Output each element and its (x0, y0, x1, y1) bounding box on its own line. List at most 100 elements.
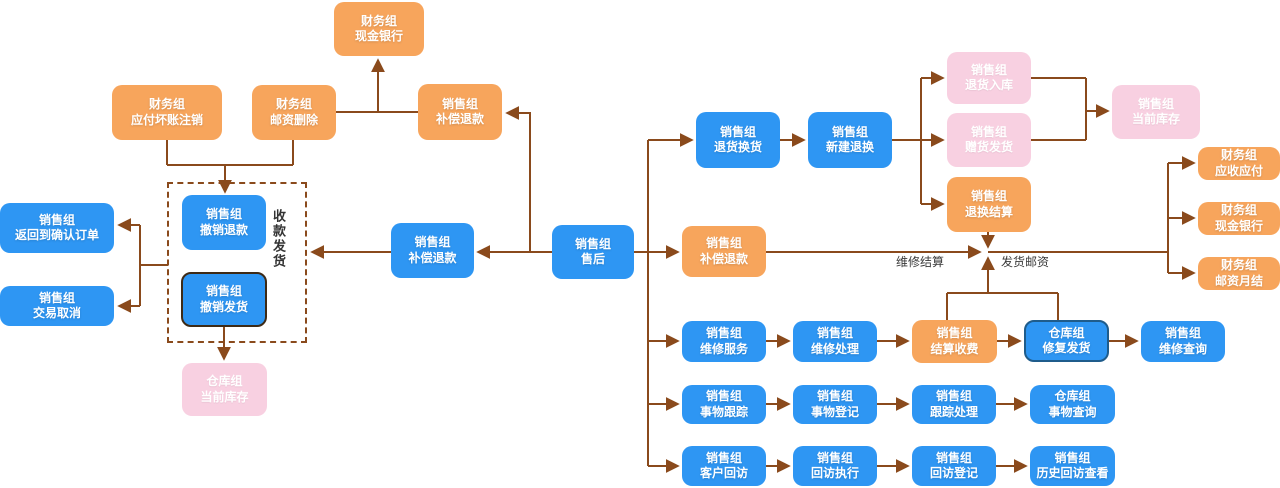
node-wh-current-stock[interactable]: 仓库组当前库存 (182, 363, 267, 416)
node-action-label: 售后 (580, 252, 605, 266)
node-group-label: 仓库组 (1048, 325, 1085, 340)
node-action-label: 退货入库 (964, 78, 1013, 92)
node-group-label: 销售组 (414, 235, 451, 250)
node-action-label: 当前库存 (200, 389, 249, 404)
node-action-label: 新建退换 (825, 140, 874, 154)
node-sales-new-exchange[interactable]: 销售组新建退换 (808, 112, 892, 168)
node-sales-comp-refund-top[interactable]: 销售组补偿退款 (418, 84, 502, 140)
node-action-label: 事物登记 (810, 404, 859, 419)
node-group-label: 销售组 (1137, 96, 1174, 111)
node-sales-revisit-exec[interactable]: 销售组回访执行 (793, 446, 877, 486)
node-action-label: 邮资删除 (269, 112, 318, 127)
node-fin-postage-delete[interactable]: 财务组邮资删除 (252, 85, 336, 140)
edge-label-ship-postage: 发货邮资 (1001, 255, 1050, 269)
node-group-label: 销售组 (705, 326, 742, 341)
node-action-label: 退换结算 (964, 204, 1013, 219)
node-sales-after-sale[interactable]: 销售组售后 (552, 225, 634, 279)
node-sales-return-confirm-order[interactable]: 销售组返回到确认订单 (0, 203, 114, 253)
node-fin-recv-pay[interactable]: 财务组应收应付 (1198, 147, 1280, 180)
node-action-label: 应付坏账注销 (130, 112, 203, 127)
node-sales-gift-ship[interactable]: 销售组赠货发货 (947, 113, 1031, 167)
node-group-label: 销售组 (970, 124, 1007, 139)
node-sales-comp-refund-right[interactable]: 销售组补偿退款 (682, 226, 766, 277)
node-sales-history-revisit-view[interactable]: 销售组历史回访查看 (1030, 446, 1115, 486)
node-action-label: 维修处理 (810, 341, 859, 356)
node-sales-affair-track[interactable]: 销售组事物跟踪 (682, 385, 766, 424)
node-action-label: 事物查询 (1048, 404, 1097, 419)
node-group-label: 销售组 (816, 326, 853, 341)
node-group-label: 财务组 (275, 97, 312, 112)
node-action-label: 结算收费 (930, 341, 979, 356)
node-sales-return-exchange[interactable]: 销售组退货换货 (696, 112, 780, 168)
node-action-label: 补偿退款 (699, 251, 748, 266)
node-group-label: 销售组 (705, 236, 742, 251)
node-sales-current-stock[interactable]: 销售组当前库存 (1112, 85, 1200, 139)
node-group-label: 财务组 (360, 13, 397, 28)
node-action-label: 历史回访查看 (1036, 466, 1109, 480)
node-group-label: 仓库组 (1054, 389, 1091, 404)
node-action-label: 返回到确认订单 (14, 228, 99, 242)
node-action-label: 应收应付 (1214, 163, 1263, 178)
node-group-label: 销售组 (705, 389, 742, 404)
node-sales-cust-revisit[interactable]: 销售组客户回访 (682, 446, 766, 486)
node-action-label: 回访执行 (810, 466, 859, 480)
node-group-label: 销售组 (816, 450, 853, 465)
node-group-label: 销售组 (719, 124, 756, 139)
node-sales-affair-register[interactable]: 销售组事物登记 (793, 385, 877, 424)
node-group-label: 财务组 (1220, 258, 1257, 273)
node-group-label: 销售组 (935, 389, 972, 404)
node-sales-cancel-refund[interactable]: 销售组撤销退款 (182, 195, 266, 250)
node-action-label: 回访登记 (929, 466, 978, 480)
node-action-label: 现金银行 (1214, 218, 1263, 233)
node-sales-repair-query[interactable]: 销售组维修查询 (1141, 321, 1225, 362)
node-action-label: 补偿退款 (435, 112, 484, 126)
node-fin-postage-monthly[interactable]: 财务组邮资月结 (1198, 257, 1280, 290)
node-wh-affair-query[interactable]: 仓库组事物查询 (1030, 385, 1115, 424)
node-action-label: 撤销退款 (199, 222, 248, 237)
node-wh-repair-ship[interactable]: 仓库组修复发货 (1024, 320, 1109, 362)
node-fin-bad-debt-writeoff[interactable]: 财务组应付坏账注销 (112, 85, 222, 140)
node-sales-repair-handle[interactable]: 销售组维修处理 (793, 321, 877, 362)
node-sales-comp-refund-mid[interactable]: 销售组补偿退款 (391, 223, 474, 278)
node-action-label: 补偿退款 (408, 250, 457, 265)
node-sales-trade-cancel[interactable]: 销售组交易取消 (0, 286, 114, 326)
node-action-label: 修复发货 (1042, 341, 1091, 355)
node-action-label: 跟踪处理 (929, 404, 978, 419)
node-action-label: 交易取消 (32, 306, 81, 320)
node-group-label: 销售组 (441, 96, 478, 111)
node-group-label: 财务组 (1220, 148, 1257, 163)
node-group-label: 销售组 (205, 207, 242, 222)
node-sales-cancel-ship[interactable]: 销售组撤销发货 (181, 272, 267, 327)
node-group-label: 销售组 (38, 212, 75, 227)
node-group-label: 仓库组 (206, 374, 243, 389)
group-collect-ship-label: 收款发货 (271, 209, 286, 269)
node-sales-exchange-settle[interactable]: 销售组退换结算 (947, 177, 1031, 232)
node-group-label: 销售组 (38, 290, 75, 305)
node-sales-revisit-register[interactable]: 销售组回访登记 (912, 446, 996, 486)
node-action-label: 邮资月结 (1214, 273, 1263, 288)
node-action-label: 撤销发货 (199, 299, 248, 314)
node-group-label: 销售组 (936, 326, 973, 341)
node-action-label: 维修查询 (1158, 341, 1207, 356)
node-action-label: 客户回访 (699, 466, 748, 480)
node-sales-track-handle[interactable]: 销售组跟踪处理 (912, 385, 996, 424)
node-sales-return-instock[interactable]: 销售组退货入库 (947, 52, 1031, 104)
node-group-label: 销售组 (816, 389, 853, 404)
node-group-label: 财务组 (148, 97, 185, 112)
node-action-label: 退货换货 (713, 140, 762, 154)
node-action-label: 维修服务 (699, 341, 748, 356)
node-group-label: 销售组 (1164, 326, 1201, 341)
edge-label-repair-settle: 维修结算 (896, 255, 945, 269)
node-fin-cash-bank-top[interactable]: 财务组现金银行 (334, 2, 424, 56)
node-sales-settle-fee[interactable]: 销售组结算收费 (912, 320, 997, 363)
node-action-label: 当前库存 (1131, 112, 1180, 126)
node-group-label: 销售组 (1054, 450, 1091, 465)
node-group-label: 销售组 (574, 236, 611, 251)
node-fin-cash-bank-right[interactable]: 财务组现金银行 (1198, 202, 1280, 235)
node-sales-repair-service[interactable]: 销售组维修服务 (682, 321, 766, 362)
node-group-label: 销售组 (705, 450, 742, 465)
group-collect-ship-box[interactable] (167, 182, 307, 343)
node-group-label: 财务组 (1220, 203, 1257, 218)
node-group-label: 销售组 (970, 189, 1007, 204)
